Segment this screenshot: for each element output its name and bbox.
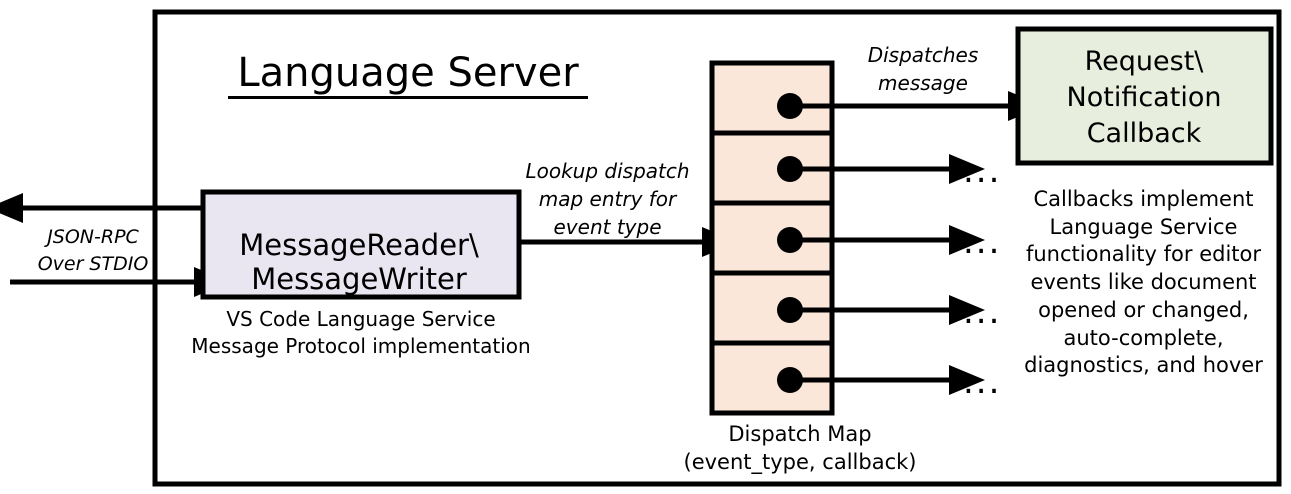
dispatch-map-caption: Dispatch Map (event_type, callback) (683, 422, 917, 474)
dispatch-ellipsis-row-4: ... (963, 292, 1002, 332)
message-reader-writer-box[interactable] (200, 189, 522, 300)
callback-box[interactable] (1015, 26, 1274, 166)
dispatches-message-label: Dispatches message (867, 43, 979, 95)
language-server-boundary (152, 9, 1282, 487)
json-rpc-channel-label: JSON-RPC Over STDIO (37, 226, 149, 275)
callback-caption: Callbacks implement Language Service fun… (1024, 187, 1263, 378)
message-reader-writer-label: MessageReader\ MessageWriter (239, 228, 479, 297)
lookup-dispatch-label: Lookup dispatch map entry for event type (525, 159, 690, 239)
callback-box-label: Request\ Notification Callback (1066, 46, 1222, 149)
dispatch-ellipsis-row-2: ... (963, 151, 1002, 191)
page-title: Language Server (228, 52, 588, 99)
dispatch-ellipsis-row-3: ... (963, 222, 1002, 262)
message-reader-writer-caption: VS Code Language Service Message Protoco… (191, 307, 531, 358)
dispatch-ellipsis-row-5: ... (963, 362, 1002, 402)
